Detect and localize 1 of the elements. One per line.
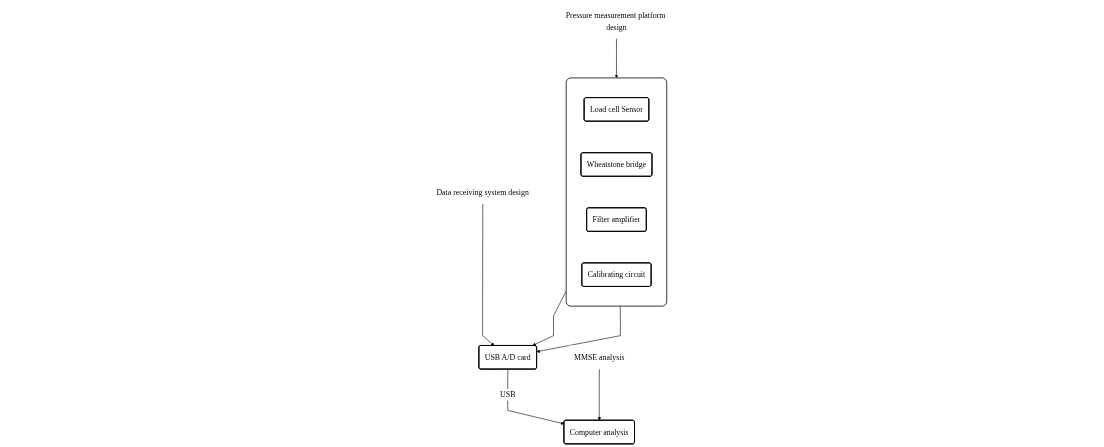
cluster [565, 77, 668, 307]
